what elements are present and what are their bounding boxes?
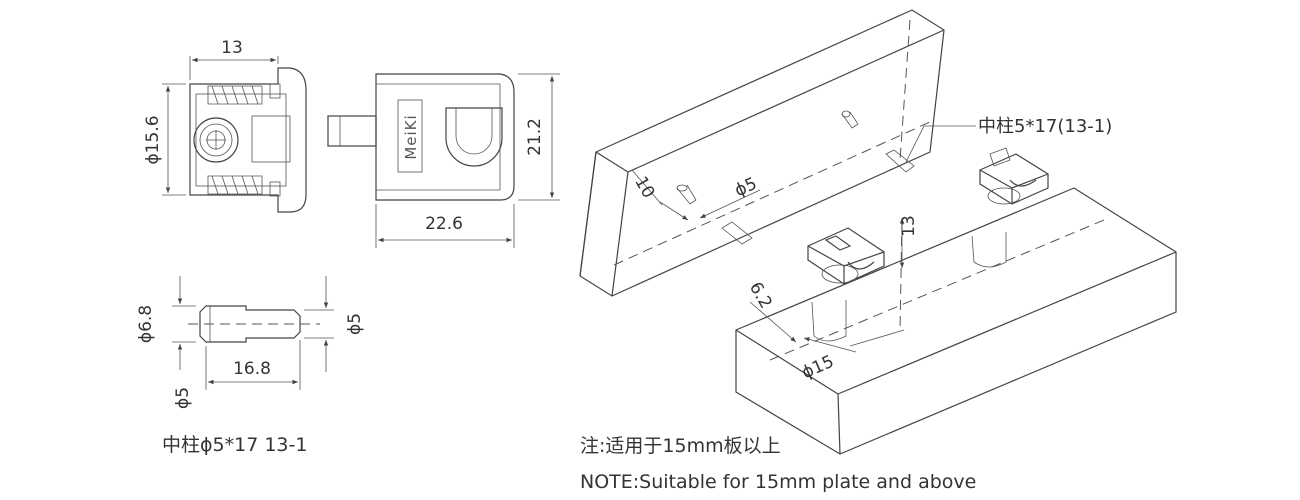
top-view-diameter-label: ϕ15.6 [143,115,163,164]
pin-base-diameter-label: ϕ5 [173,387,193,409]
depth-label: 13 [899,215,919,237]
pin-caption: 中柱ϕ5*17 13-1 [162,434,307,456]
top-view [162,56,307,213]
bore-diameter-label: ϕ15 [799,352,837,384]
pin-shaft-diameter-label: ϕ5 [345,313,365,335]
top-view-width-label: 13 [221,38,243,58]
pin-callout-label: 中柱5*17(13-1) [978,116,1112,137]
assembly-view [579,9,1177,455]
hole-diameter-label: ϕ5 [732,174,760,201]
pin-view [172,276,334,390]
pin-length-label: 16.8 [233,359,271,379]
pin-head-diameter-label: ϕ6.8 [136,305,156,343]
edge-offset-2-label: 6.2 [745,279,776,312]
side-view-width-label: 22.6 [425,214,463,234]
note-english: NOTE:Suitable for 15mm plate and above [580,471,976,493]
edge-offset-label: 10 [630,173,658,202]
brand-logo: MeiKi [402,114,420,159]
side-view [327,73,560,248]
note-chinese: 注:适用于15mm板以上 [580,435,781,457]
side-view-height-label: 21.2 [525,118,545,156]
